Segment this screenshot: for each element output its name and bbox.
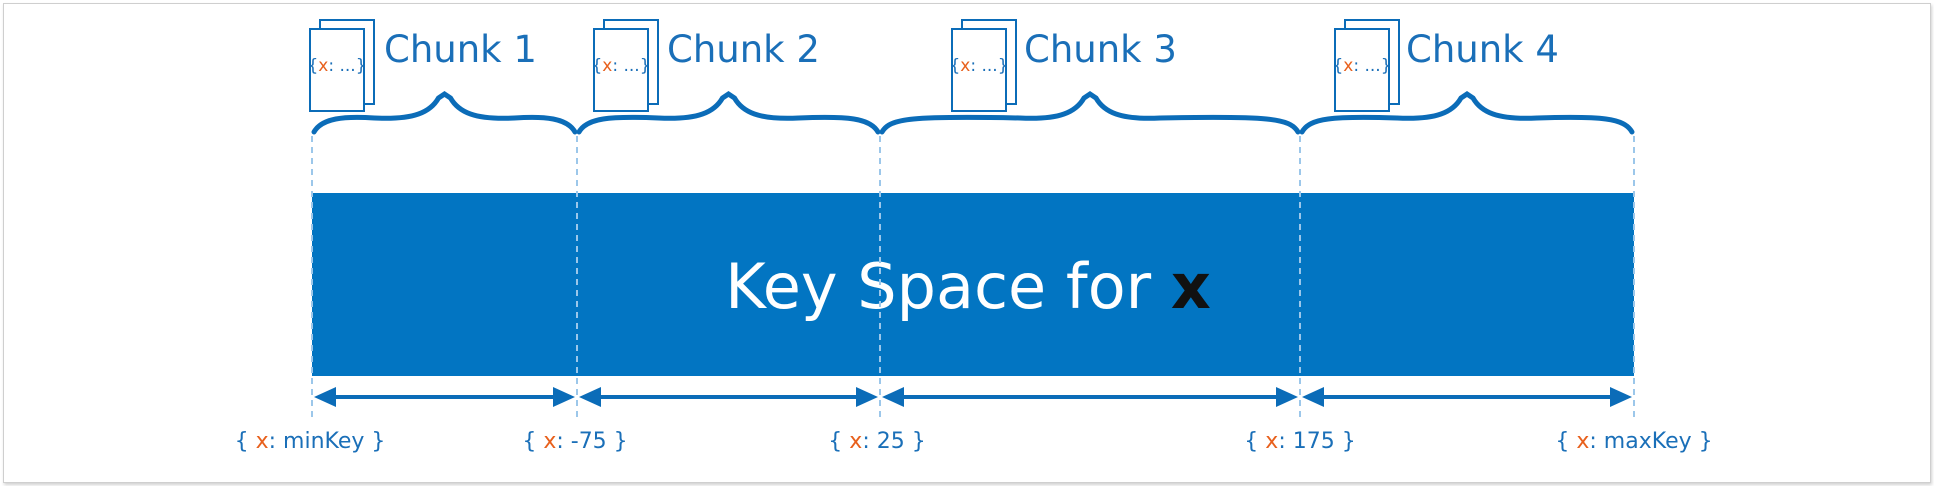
document-stack-icon: {x: ...} [591, 19, 659, 112]
arrowhead-left [1302, 387, 1324, 407]
range-arrow-1 [314, 387, 575, 407]
boundary-key-label: { x: 175 } [1244, 429, 1355, 454]
document-stack-icon: {x: ...} [1332, 19, 1400, 112]
chunk-2: {x: ...} Chunk 2 [591, 19, 820, 112]
boundary-key-label: { x: -75 } [522, 429, 627, 454]
chunk-4: {x: ...} Chunk 4 [1332, 19, 1559, 112]
chunk-label: Chunk 2 [667, 28, 820, 71]
document-stack-icon: {x: ...} [307, 19, 375, 112]
chunk-3: {x: ...} Chunk 3 [949, 19, 1177, 112]
chunk-brace-3 [879, 90, 1301, 135]
key-space-field: x [1171, 250, 1211, 323]
key-space-label: Key Space for x [725, 250, 1211, 323]
document-stack-icon: {x: ...} [949, 19, 1017, 112]
chunk-brace-2 [576, 90, 881, 135]
boundary-key-label: { x: 25 } [828, 429, 925, 454]
arrowhead-right [856, 387, 878, 407]
chunk-label: Chunk 3 [1024, 28, 1177, 71]
key-space-label-text: Key Space for [725, 250, 1171, 323]
arrowhead-left [882, 387, 904, 407]
document-sample-text: {x: ...} [591, 56, 650, 76]
chunk-label: Chunk 4 [1406, 28, 1559, 71]
arrowhead-right [1276, 387, 1298, 407]
arrowhead-right [1610, 387, 1632, 407]
key-space-bar [312, 193, 1634, 376]
range-arrow-2 [579, 387, 878, 407]
document-sample-text: {x: ...} [949, 56, 1008, 76]
chunk-brace-4 [1299, 90, 1635, 135]
chunk-brace-1 [311, 90, 578, 135]
arrowhead-left [579, 387, 601, 407]
range-arrow-4 [1302, 387, 1632, 407]
arrowhead-right [553, 387, 575, 407]
range-arrow-3 [882, 387, 1298, 407]
boundary-key-label: { x: maxKey } [1555, 429, 1712, 454]
chunk-1: {x: ...} Chunk 1 [307, 19, 537, 112]
arrowhead-left [314, 387, 336, 407]
chunk-label: Chunk 1 [384, 28, 537, 71]
boundary-key-label: { x: minKey } [235, 429, 386, 454]
document-sample-text: {x: ...} [1332, 56, 1391, 76]
document-sample-text: {x: ...} [307, 56, 366, 76]
